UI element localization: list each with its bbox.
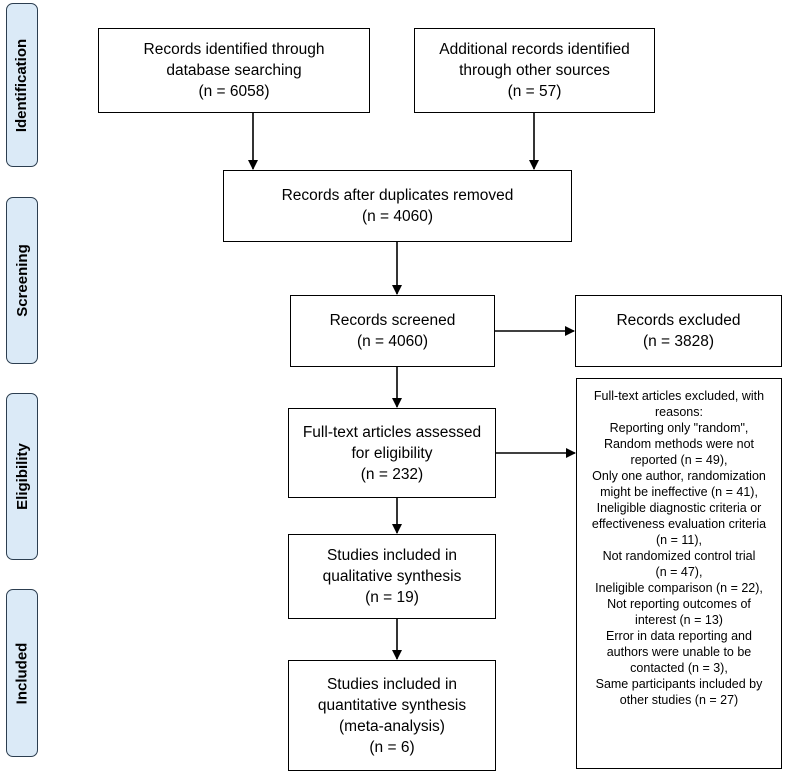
box-qualitative-synthesis: Studies included in qualitative synthesi… [288, 534, 496, 619]
box-line: (n = 6058) [198, 83, 270, 100]
box-line: Not reporting outcomes of [607, 597, 751, 611]
box-line: (n = 11), [656, 533, 702, 547]
box-line: might be ineffective (n = 41), [600, 485, 758, 499]
stage-screening: Screening [6, 197, 38, 364]
box-line: for eligibility [351, 444, 433, 462]
box-line: interest (n = 13) [635, 613, 723, 627]
box-line: Same participants included by [595, 677, 763, 691]
box-quantitative-synthesis: Studies included in quantitative synthes… [288, 660, 496, 771]
stage-included: Included [6, 589, 38, 757]
box-line: Reporting only "random", [609, 421, 749, 435]
stage-identification: Identification [6, 3, 38, 167]
box-line: Records identified through [143, 41, 325, 58]
box-line: Studies included in [326, 675, 458, 693]
box-line: Random methods were not [603, 437, 755, 451]
box-fulltext-assessed: Full-text articles assessed for eligibil… [288, 408, 496, 498]
box-line: quantitative synthesis [317, 696, 467, 714]
box-line: (n = 4060) [361, 208, 434, 225]
box-other-sources: Additional records identified through ot… [414, 28, 655, 113]
box-line: qualitative synthesis [322, 568, 462, 585]
box-line: (n = 3828) [642, 333, 715, 350]
box-line: Full-text articles assessed [302, 423, 482, 441]
box-line: Full-text articles excluded, with [593, 389, 765, 403]
box-line: (meta-analysis) [339, 717, 445, 735]
box-fulltext-excluded: Full-text articles excluded, with reason… [576, 378, 782, 769]
box-line: reasons: [655, 405, 703, 419]
box-line: (n = 232) [360, 465, 424, 483]
box-line: Only one author, randomization [592, 469, 766, 483]
box-line: authors were unable to be [606, 645, 752, 659]
box-line: contacted (n = 3), [630, 661, 728, 675]
box-line: database searching [166, 62, 302, 79]
box-line: Records after duplicates removed [281, 187, 514, 204]
box-database-searching: Records identified through database sear… [98, 28, 370, 113]
box-line: Records screened [329, 312, 456, 329]
box-line: Ineligible diagnostic criteria or [596, 501, 762, 515]
box-records-screened: Records screened (n = 4060) [290, 295, 495, 367]
box-line: other studies (n = 27) [619, 693, 739, 707]
box-line: Records excluded [616, 312, 741, 329]
box-line: Ineligible comparison (n = 22), [595, 581, 763, 595]
box-line: (n = 47), [655, 565, 703, 579]
box-line: (n = 6) [369, 738, 415, 756]
box-line: through other sources [459, 62, 610, 79]
box-records-excluded: Records excluded (n = 3828) [575, 295, 782, 367]
box-duplicates-removed: Records after duplicates removed (n = 40… [223, 170, 572, 242]
box-line: Error in data reporting and [606, 629, 752, 643]
stage-eligibility: Eligibility [6, 393, 38, 560]
box-line: Studies included in [326, 547, 458, 564]
box-line: reported (n = 49), [630, 453, 728, 467]
box-line: (n = 4060) [356, 333, 429, 350]
box-line: (n = 57) [507, 83, 562, 100]
box-line: Additional records identified [439, 41, 630, 58]
box-line: effectiveness evaluation criteria [591, 517, 767, 531]
box-line: Not randomized control trial [602, 549, 756, 563]
box-line: (n = 19) [365, 589, 419, 606]
